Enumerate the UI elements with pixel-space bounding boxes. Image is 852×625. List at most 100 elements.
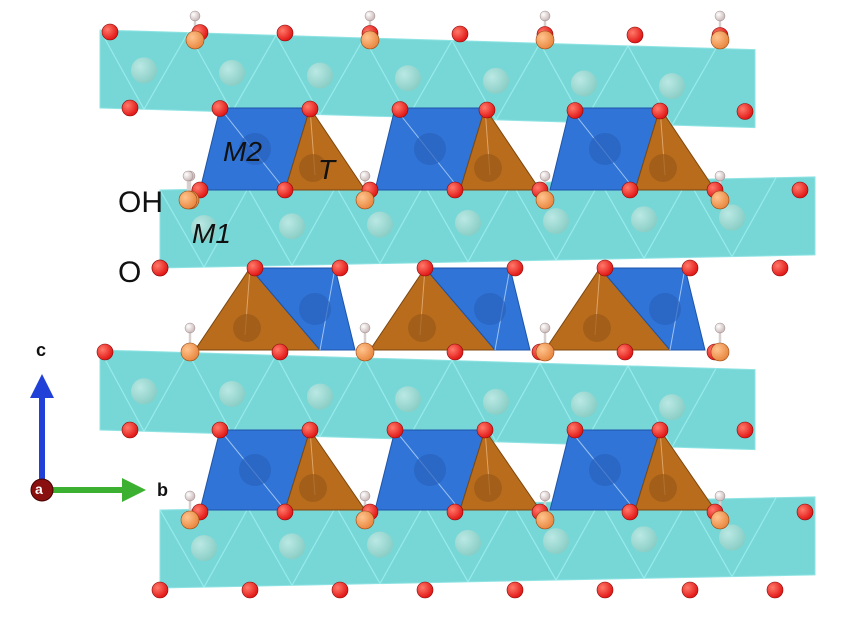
octahedron-edge — [687, 499, 733, 577]
octahedral-cation — [543, 528, 569, 555]
oxygen-atom — [681, 581, 699, 599]
oxygen-atom — [211, 100, 229, 117]
hydroxyl-oxygen — [535, 342, 555, 362]
octahedron-edge — [467, 182, 513, 263]
oxygen-atom — [791, 181, 809, 199]
oxygen-atom — [446, 181, 464, 199]
hydroxyl-oxygen — [355, 510, 375, 530]
label-t: T — [318, 154, 336, 185]
octahedron-edge — [599, 180, 645, 259]
oxygen-atom — [276, 24, 294, 42]
octahedral-cation — [571, 70, 597, 97]
hydrogen-atom — [714, 170, 726, 182]
b-axis-arrow-head — [122, 478, 146, 502]
octahedral-cation — [279, 533, 305, 560]
oxygen-atom — [391, 101, 409, 118]
oxygen-atom — [478, 101, 496, 119]
oxygen-atom — [596, 581, 614, 599]
octahedron-edge — [687, 179, 733, 257]
oxygen-atom — [476, 421, 494, 439]
oxygen-atom — [736, 421, 754, 439]
octahedral-cation — [279, 213, 305, 240]
octahedral-cation — [455, 209, 481, 236]
tetrahedral-cation — [299, 154, 327, 182]
hydroxyl-oxygen — [185, 30, 205, 50]
oxygen-atom — [151, 581, 169, 599]
octahedral-cation — [719, 524, 745, 551]
oxygen-atom — [451, 25, 469, 43]
octahedral-cation — [631, 526, 657, 553]
octahedron-edge — [671, 368, 717, 448]
oxygen-atom — [446, 503, 464, 521]
oxygen-atom — [506, 581, 524, 599]
oxygen-atom — [211, 421, 229, 439]
m2-cation — [239, 454, 271, 486]
tetrahedral-cation — [583, 314, 611, 342]
oxygen-atom — [651, 102, 669, 120]
axis-label-b: b — [157, 480, 168, 500]
hydrogen-atom — [539, 170, 551, 182]
oxygen-atom — [616, 343, 634, 361]
hydrogen-atom — [714, 10, 726, 22]
octahedral-cation — [719, 204, 745, 231]
tetrahedral-cation — [649, 154, 677, 182]
octahedral-cation — [191, 215, 217, 242]
oxygen-atom — [621, 181, 639, 199]
oxygen-atom — [386, 421, 404, 439]
octahedron-edge — [335, 506, 381, 584]
m2-cation — [299, 293, 331, 325]
hydroxyl-oxygen — [535, 30, 555, 50]
octahedral-cation — [395, 386, 421, 413]
hydroxyl-oxygen — [710, 342, 730, 362]
octahedral-cation — [367, 531, 393, 558]
octahedron-edge — [555, 500, 601, 581]
tetrahedral-cation — [299, 474, 327, 502]
hydrogen-atom — [359, 322, 371, 334]
octahedral-cation — [659, 394, 685, 421]
octahedron-edge — [379, 504, 425, 584]
hydrogen-atom — [359, 170, 371, 182]
hydrogen-atom — [364, 10, 376, 22]
oxygen-atom — [416, 581, 434, 599]
oxygen-atom — [246, 259, 264, 277]
octahedron-edge — [599, 500, 645, 579]
hydroxyl-oxygen — [535, 190, 555, 210]
hydroxyl-oxygen — [535, 510, 555, 530]
oxygen-atom — [276, 503, 294, 521]
octahedron-edge — [643, 179, 689, 259]
octahedron-edge — [495, 362, 541, 443]
octahedral-cation — [483, 388, 509, 415]
octahedron-edge — [319, 357, 365, 437]
octahedron-edge — [159, 509, 205, 588]
oxygen-atom — [276, 181, 294, 199]
hydroxyl-oxygen — [710, 510, 730, 530]
octahedron-edge — [423, 184, 469, 263]
m2-cation — [414, 133, 446, 165]
hydrogen-atom — [714, 322, 726, 334]
octahedral-cation — [307, 383, 333, 410]
octahedral-cation — [219, 59, 245, 86]
octahedron-edge — [379, 184, 425, 264]
axis-label-a: a — [35, 481, 43, 497]
oxygen-atom — [446, 343, 464, 361]
octahedral-cation — [307, 62, 333, 89]
octahedron-edge — [731, 497, 777, 577]
tetrahedral-cation — [649, 474, 677, 502]
octahedron-edge — [511, 502, 557, 581]
axis-label-c: c — [36, 340, 47, 360]
oxygen-atom — [626, 26, 644, 44]
oxygen-atom — [566, 102, 584, 119]
hydrogen-atom — [539, 10, 551, 22]
hydroxyl-oxygen — [355, 342, 375, 362]
octahedron-edge — [143, 32, 189, 110]
hydroxyl-oxygen — [355, 190, 375, 210]
octahedral-cation — [659, 73, 685, 100]
hydroxyl-oxygen — [180, 342, 200, 362]
oxygen-atom — [771, 259, 789, 277]
tetrahedral-cation — [233, 314, 261, 342]
m2-cation — [589, 133, 621, 165]
octahedron-edge — [159, 189, 205, 268]
octahedron-edge — [495, 42, 541, 121]
m2-cation — [239, 133, 271, 165]
